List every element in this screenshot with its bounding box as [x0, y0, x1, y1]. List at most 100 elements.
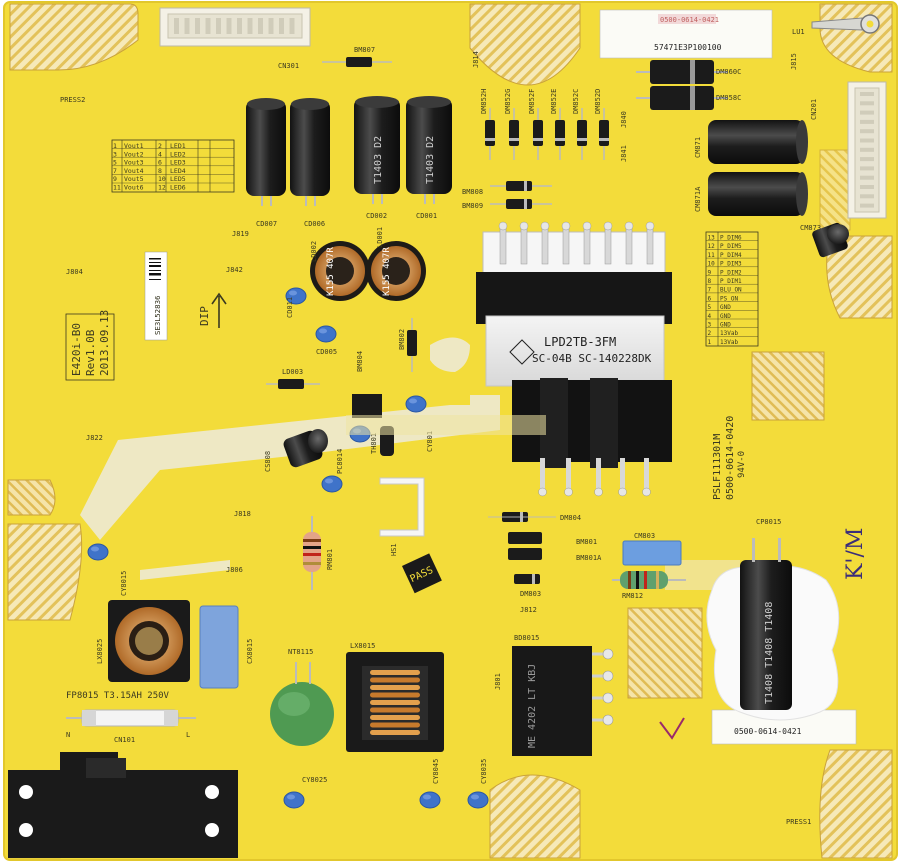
pin-signal: GND — [720, 304, 731, 311]
pin-number: 6 — [708, 295, 712, 302]
capacitor-cluster: T1403 D2 T1403 D2 — [246, 96, 452, 206]
cap-cd007 — [246, 100, 286, 196]
led-table-cell: LED3 — [170, 159, 186, 167]
fuse-fp8015: FP8015 T3.15AH 250V — [66, 691, 196, 727]
model-line-1: E420i-B0 — [70, 323, 83, 376]
ref-designator: DM860C — [716, 68, 741, 76]
ref-designator: CD001 — [416, 212, 437, 220]
cap-cd006 — [290, 100, 330, 196]
ref-designator: CY8025 — [302, 776, 327, 784]
ref-designator: J806 — [226, 566, 243, 574]
pin-signal: P_DIM4 — [720, 252, 742, 259]
ref-designator: CY8015 — [120, 571, 128, 596]
led-table-cell: 2 — [158, 142, 162, 150]
pin-number: 4 — [708, 313, 712, 320]
ref-designator: J818 — [234, 510, 251, 518]
ref-designator: DM852F — [528, 89, 536, 114]
inductor-ld002: K155 407R — [310, 241, 370, 301]
ref-designator: BM802 — [398, 329, 406, 350]
led-table-cell: LED2 — [170, 150, 186, 158]
ref-designator: DM858C — [716, 94, 741, 102]
pin-signal: GND — [720, 313, 731, 320]
led-table-cell: Vout5 — [124, 175, 144, 183]
ref-designator: J822 — [86, 434, 103, 442]
pin-signal: PS_ON — [720, 295, 738, 302]
pin-signal: P_DIM5 — [720, 243, 742, 250]
cap-cd002 — [354, 98, 400, 194]
ref-designator: BM808 — [462, 188, 483, 196]
ref-designator: CD011 — [286, 297, 294, 318]
ref-designator: CN301 — [278, 62, 299, 70]
watermark — [346, 415, 546, 435]
led-table-cell: LED4 — [170, 167, 186, 175]
cap-cm803 — [622, 540, 682, 566]
pin-number: 5 — [708, 304, 712, 311]
ref-designator: CX8015 — [246, 639, 254, 664]
inductor-ld001: K155 407R — [366, 241, 426, 301]
bridge-bd8015: ME 4202 LT KBJ — [512, 646, 614, 756]
ref-designator: CM803 — [634, 532, 655, 540]
ld002-text: K155 407R — [326, 247, 336, 296]
checkmark — [659, 717, 685, 740]
ref-designator: BM809 — [462, 202, 483, 210]
cap-cd001-text: T1403 D2 — [425, 136, 436, 184]
transformer-line2: SC-04B SC-140228DK — [532, 352, 652, 365]
ref-designator: PRESS2 — [60, 96, 85, 104]
diodes-dm860 — [636, 60, 728, 110]
cap-cs808 — [283, 429, 328, 468]
pcb-code: PSLF111301M 0500-0614-0420 94V-0 — [712, 416, 747, 500]
transformer-line1: LPD2TB-3FM — [544, 335, 616, 349]
pin-signal: P_DIM6 — [720, 235, 742, 242]
diode-row — [266, 57, 609, 456]
ref-designator: BM807 — [354, 46, 375, 54]
connector-cn201 — [847, 81, 887, 219]
led-table-cell: LED6 — [170, 184, 186, 192]
ref-designator: PRESS1 — [786, 818, 811, 826]
ref-designator: J812 — [520, 606, 537, 614]
ref-designator: N — [66, 731, 70, 739]
top-label: 0500-0614-0421 57471E3P100100 — [599, 9, 773, 59]
ref-designator: CD007 — [256, 220, 277, 228]
ref-designator: J819 — [232, 230, 249, 238]
led-table-cell: 5 — [113, 159, 117, 167]
ref-designator: DM852H — [480, 89, 488, 114]
diodes-dm80x — [488, 512, 556, 584]
resistor-rm801 — [303, 516, 321, 590]
ref-designator: CD006 — [304, 220, 325, 228]
ref-designator: DM804 — [560, 514, 581, 522]
pin-number: 2 — [708, 330, 712, 337]
ref-designator: CD005 — [316, 348, 337, 356]
ref-designator: CM871A — [694, 186, 702, 212]
ref-designator: LX8025 — [96, 639, 104, 664]
hatched-zones — [7, 3, 893, 859]
led-table-cell: Vout4 — [124, 167, 144, 175]
ref-designator: DM852C — [572, 89, 580, 114]
ref-designator: DM852E — [550, 89, 558, 114]
led-table-cell: Vout3 — [124, 159, 144, 167]
led-table-cell: 12 — [158, 184, 166, 192]
ref-designator: J804 — [66, 268, 83, 276]
handwriting: K'/M — [843, 528, 868, 580]
pin-signal: P_DIM1 — [720, 278, 742, 285]
terminal-lug — [811, 14, 880, 34]
led-table-cell: Vout1 — [124, 142, 144, 150]
ref-designator: DM852D — [594, 89, 602, 114]
ref-designator: CN101 — [114, 736, 135, 744]
cap-cx8015 — [199, 605, 239, 689]
ref-designator: J801 — [494, 673, 502, 690]
pin-number: 11 — [708, 252, 716, 259]
pin-number: 3 — [708, 322, 712, 329]
led-table-cell: LED1 — [170, 142, 186, 150]
stamp: PASS — [402, 553, 442, 594]
ref-designator: BM801 — [576, 538, 597, 546]
pin-number: 13 — [708, 235, 716, 242]
ref-designator: CD002 — [366, 212, 387, 220]
led-table-cell: 11 — [113, 184, 121, 192]
pin-number: 8 — [708, 278, 712, 285]
serial-top: 57471E3P100100 — [654, 43, 722, 52]
rating-text: 94V-0 — [737, 451, 747, 478]
cap-cd002-text: T1403 D2 — [373, 136, 384, 184]
ref-designator: TH801 — [370, 433, 378, 454]
